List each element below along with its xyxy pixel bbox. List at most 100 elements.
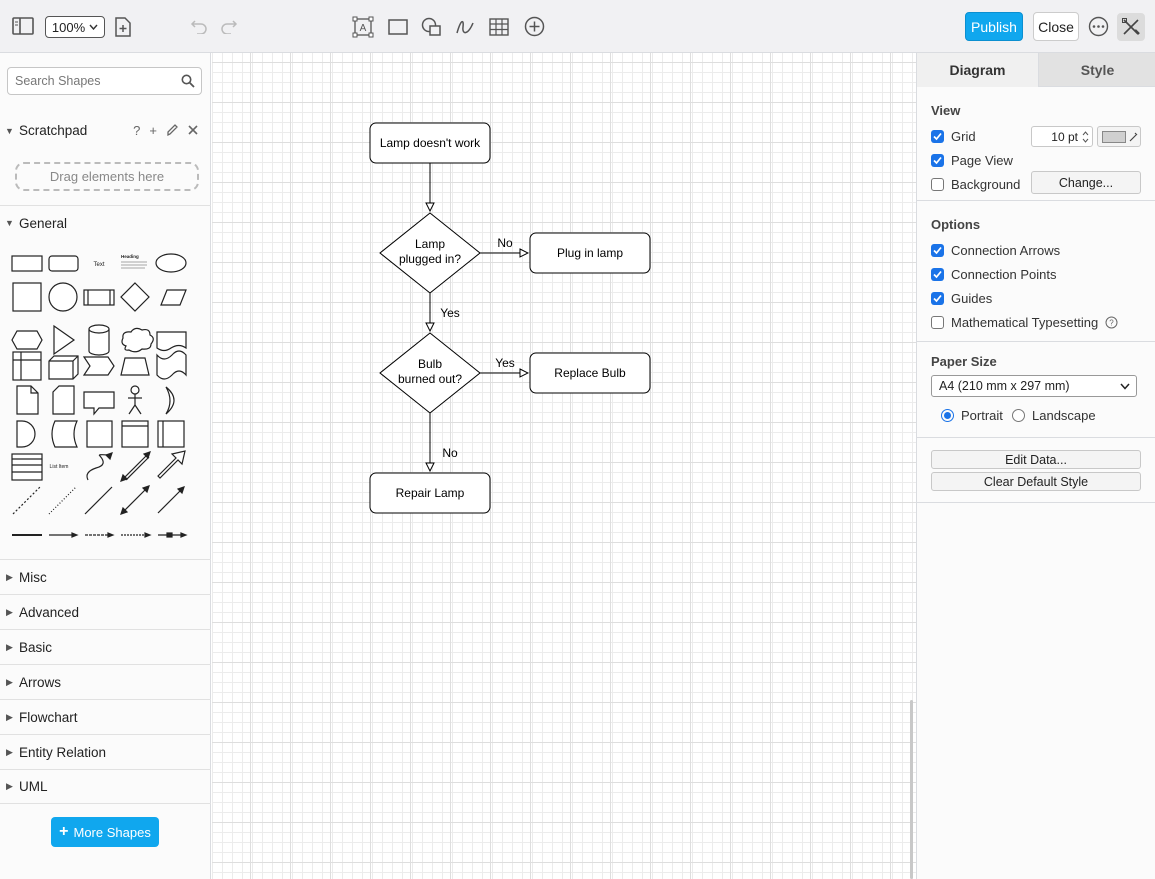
- connector-box-shape-icon[interactable]: [158, 532, 188, 538]
- general-header[interactable]: ▼ General: [0, 205, 211, 240]
- rectangle-shape-icon[interactable]: [11, 255, 43, 272]
- edit-pencil-icon[interactable]: [166, 123, 178, 137]
- cube-shape-icon[interactable]: [48, 355, 79, 380]
- portrait-radio-row[interactable]: Portrait: [941, 408, 1003, 423]
- format-panel-toggle-icon[interactable]: [12, 17, 34, 35]
- cylinder-shape-icon[interactable]: [88, 324, 110, 356]
- connection-points-checkbox[interactable]: [931, 268, 944, 281]
- undo-icon[interactable]: [190, 18, 208, 34]
- link-arrow-shape-icon[interactable]: [49, 532, 79, 538]
- search-icon[interactable]: [181, 74, 195, 88]
- vertical-container-shape-icon[interactable]: [157, 420, 185, 448]
- connection-arrows-row[interactable]: Connection Arrows: [931, 243, 1060, 258]
- help-icon[interactable]: ?: [133, 123, 141, 138]
- dotted-line-shape-icon[interactable]: [48, 486, 77, 515]
- grid-checkbox[interactable]: [931, 130, 944, 143]
- add-page-icon[interactable]: [115, 17, 131, 37]
- sidebar-section-basic[interactable]: ▶Basic: [0, 629, 211, 664]
- labeled-link-2-shape-icon[interactable]: [121, 532, 152, 538]
- paper-size-select[interactable]: A4 (210 mm x 297 mm): [931, 375, 1137, 397]
- landscape-radio[interactable]: [1012, 409, 1025, 422]
- node-repair[interactable]: [369, 472, 491, 514]
- connection-arrows-checkbox[interactable]: [931, 244, 944, 257]
- labeled-link-shape-icon[interactable]: [85, 532, 115, 538]
- curve-shape-icon[interactable]: [86, 454, 109, 481]
- insert-plus-icon[interactable]: [524, 16, 545, 37]
- rounded-rectangle-shape-icon[interactable]: [48, 255, 79, 272]
- text-shape-icon[interactable]: Text: [93, 262, 104, 268]
- square-shape-icon[interactable]: [12, 282, 42, 312]
- table-icon[interactable]: [489, 18, 509, 36]
- more-options-icon[interactable]: [1088, 16, 1109, 37]
- background-checkbox-row[interactable]: Background: [931, 177, 1020, 192]
- bidirectional-arrow-shape-icon[interactable]: [120, 451, 151, 482]
- canvas-scrollbar[interactable]: [910, 700, 913, 879]
- actor-shape-icon[interactable]: [128, 385, 142, 415]
- grid-color-button[interactable]: [1097, 126, 1141, 147]
- edge-label-q1-no[interactable]: No: [497, 236, 513, 250]
- circle-shape-icon[interactable]: [48, 282, 78, 312]
- list-shape-icon[interactable]: [11, 453, 43, 481]
- format-toggle-icon[interactable]: [1117, 13, 1145, 41]
- list-item-shape-icon[interactable]: List Item: [50, 464, 69, 470]
- grid-checkbox-row[interactable]: Grid: [931, 129, 976, 144]
- data-storage-shape-icon[interactable]: [51, 420, 78, 448]
- arrow-shape-icon[interactable]: [157, 450, 186, 479]
- portrait-radio[interactable]: [941, 409, 954, 422]
- search-input[interactable]: Search Shapes: [7, 67, 202, 95]
- cloud-shape-icon[interactable]: [121, 327, 154, 353]
- line-shape-icon[interactable]: [84, 486, 113, 515]
- connection-points-row[interactable]: Connection Points: [931, 267, 1057, 282]
- clear-default-style-button[interactable]: Clear Default Style: [931, 472, 1141, 491]
- sidebar-section-entity-relation[interactable]: ▶Entity Relation: [0, 734, 211, 769]
- document-shape-icon[interactable]: [156, 331, 187, 352]
- tape-shape-icon[interactable]: [156, 350, 187, 380]
- close-icon[interactable]: [187, 123, 199, 137]
- edge-label-q2-yes[interactable]: Yes: [495, 356, 515, 370]
- edge-label-q1-yes[interactable]: Yes: [440, 306, 460, 320]
- node-replace[interactable]: [529, 352, 651, 394]
- rectangle-icon[interactable]: [388, 19, 408, 35]
- shapes-icon[interactable]: [421, 17, 442, 37]
- node-start[interactable]: [369, 122, 491, 164]
- grid-size-input[interactable]: 10 pt: [1031, 126, 1093, 147]
- page-view-checkbox[interactable]: [931, 154, 944, 167]
- guides-checkbox[interactable]: [931, 292, 944, 305]
- math-typesetting-checkbox[interactable]: [931, 316, 944, 329]
- sidebar-section-arrows[interactable]: ▶Arrows: [0, 664, 211, 699]
- dashed-line-shape-icon[interactable]: [12, 486, 41, 515]
- node-plug[interactable]: [529, 232, 651, 274]
- background-change-button[interactable]: Change...: [1031, 171, 1141, 194]
- close-button[interactable]: Close: [1033, 12, 1079, 41]
- directional-connector-shape-icon[interactable]: [157, 486, 185, 514]
- internal-shape-icon[interactable]: [86, 420, 113, 448]
- note-shape-icon[interactable]: [16, 385, 39, 415]
- hexagon-shape-icon[interactable]: [11, 330, 43, 350]
- node-q1-diamond[interactable]: [379, 212, 481, 294]
- guides-row[interactable]: Guides: [931, 291, 992, 306]
- swimlane-shape-icon[interactable]: [121, 420, 149, 448]
- background-checkbox[interactable]: [931, 178, 944, 191]
- edit-data-button[interactable]: Edit Data...: [931, 450, 1141, 469]
- sidebar-section-uml[interactable]: ▶UML: [0, 769, 211, 804]
- sidebar-section-misc[interactable]: ▶Misc: [0, 559, 211, 594]
- container-shape-icon[interactable]: [12, 351, 42, 381]
- node-q2-diamond[interactable]: [379, 332, 481, 414]
- sidebar-section-flowchart[interactable]: ▶Flowchart: [0, 699, 211, 734]
- freehand-icon[interactable]: [455, 17, 475, 37]
- more-shapes-button[interactable]: + More Shapes: [51, 817, 159, 847]
- scratchpad-dropzone[interactable]: Drag elements here: [15, 162, 199, 191]
- math-typesetting-row[interactable]: Mathematical Typesetting ?: [931, 315, 1118, 330]
- tab-diagram[interactable]: Diagram: [917, 53, 1038, 87]
- step-shape-icon[interactable]: [82, 356, 115, 376]
- or-shape-icon[interactable]: [165, 386, 175, 415]
- landscape-radio-row[interactable]: Landscape: [1012, 408, 1096, 423]
- scratchpad-header[interactable]: ▼ Scratchpad ? +: [0, 113, 211, 148]
- redo-icon[interactable]: [220, 18, 238, 34]
- stepper-icon[interactable]: [1082, 130, 1089, 144]
- sidebar-section-advanced[interactable]: ▶Advanced: [0, 594, 211, 629]
- delay-shape-icon[interactable]: [16, 420, 36, 448]
- card-shape-icon[interactable]: [52, 385, 75, 415]
- trapezoid-shape-icon[interactable]: [120, 357, 150, 376]
- zoom-select[interactable]: 100%: [45, 16, 105, 38]
